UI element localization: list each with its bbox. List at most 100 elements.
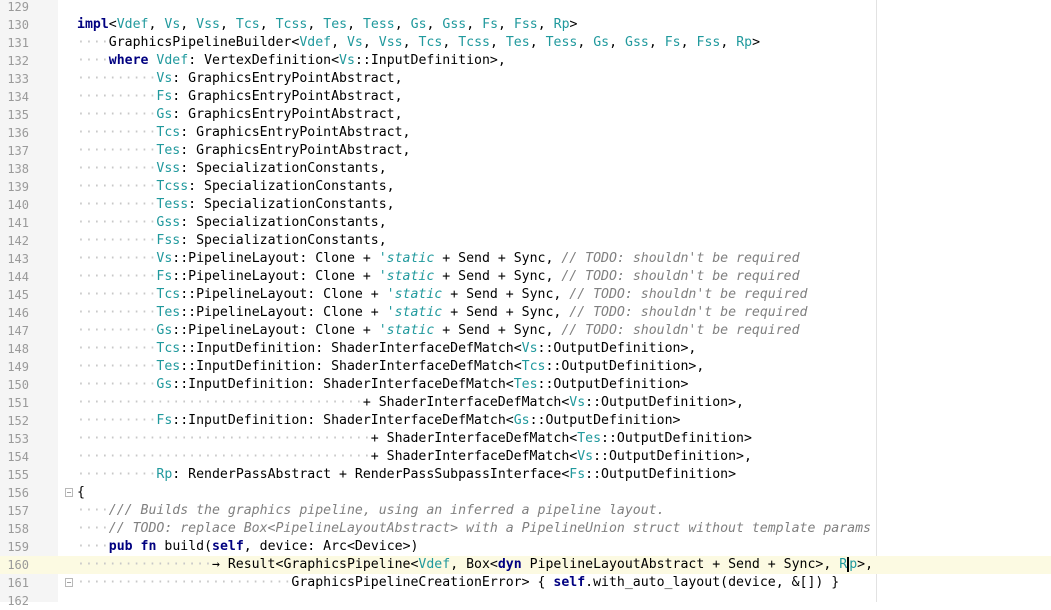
indent-whitespace: ··········	[77, 161, 157, 176]
line-number: 134	[7, 90, 29, 104]
line-number: 141	[7, 216, 29, 230]
indent-whitespace: ·················	[77, 557, 212, 572]
code-text: ··········Vs: GraphicsEntryPointAbstract…	[77, 71, 403, 86]
line-number: 138	[7, 162, 29, 176]
indent-whitespace: ····	[77, 53, 109, 68]
code-line[interactable]: 154·····································…	[0, 448, 1051, 466]
indent-whitespace: ····	[77, 35, 109, 50]
code-line[interactable]: 135 ··········Gs: GraphicsEntryPointAbstr…	[0, 106, 1051, 124]
code-text: ··········Tcss: SpecializationConstants,	[77, 179, 395, 194]
line-number: 135	[7, 108, 29, 122]
code-line[interactable]: 153·····································…	[0, 430, 1051, 448]
code-line[interactable]: 158····// TODO: replace Box<PipelineLayo…	[0, 520, 1051, 538]
code-line[interactable]: 156−{	[0, 484, 1051, 502]
code-line[interactable]: 138 ··········Vss: SpecializationConstant…	[0, 160, 1051, 178]
code-line[interactable]: 149 ··········Tes::InputDefinition: Shade…	[0, 358, 1051, 376]
indent-whitespace: ··········	[77, 287, 157, 302]
text-cursor	[847, 556, 850, 572]
fold-gutter[interactable]	[58, 0, 76, 602]
line-number: 136	[7, 126, 29, 140]
right-margin-guide	[876, 0, 877, 602]
code-text: ··········Rp: RenderPassAbstract + Rende…	[77, 467, 737, 482]
code-line[interactable]: 137··········Tes: GraphicsEntryPointAbst…	[0, 142, 1051, 160]
line-number: 155	[7, 468, 29, 482]
code-line[interactable]: 134··········Fs: GraphicsEntryPointAbstr…	[0, 88, 1051, 106]
code-text: ··········Tess: SpecializationConstants,	[77, 197, 395, 212]
line-number: 139	[7, 180, 29, 194]
code-line[interactable]: 150 ··········Gs::InputDefinition: Shader…	[0, 376, 1051, 394]
code-line[interactable]: 161−···························GraphicsP…	[0, 574, 1051, 592]
code-line[interactable]: 143 ··········Vs::PipelineLayout: Clone +…	[0, 250, 1051, 268]
code-line[interactable]: 148··········Tcs::InputDefinition: Shade…	[0, 340, 1051, 358]
code-text: {	[77, 485, 85, 500]
code-line[interactable]: 136 ··········Tcs: GraphicsEntryPointAbst…	[0, 124, 1051, 142]
code-text: ·····································+ S…	[77, 449, 752, 464]
code-line[interactable]: 129	[0, 0, 1051, 16]
indent-whitespace: ··········	[77, 269, 157, 284]
code-text: ··········Tcs::PipelineLayout: Clone + '…	[77, 287, 808, 302]
indent-whitespace: ··········	[77, 215, 157, 230]
code-line[interactable]: 139 ··········Tcss: SpecializationConstan…	[0, 178, 1051, 196]
line-number: 149	[7, 360, 29, 374]
line-number: 162	[7, 594, 29, 608]
code-line[interactable]: 151····································+…	[0, 394, 1051, 412]
line-number: 152	[7, 414, 29, 428]
indent-whitespace: ··········	[77, 143, 157, 158]
code-text: ··········Tes::PipelineLayout: Clone + '…	[77, 305, 808, 320]
code-line[interactable]: 160·················→ Result<GraphicsPip…	[0, 556, 1051, 574]
indent-whitespace: ··········	[77, 233, 157, 248]
code-line[interactable]: 140 ··········Tess: SpecializationConstan…	[0, 196, 1051, 214]
code-text: ··········Fss: SpecializationConstants,	[77, 233, 387, 248]
code-text: ····where Vdef: VertexDefinition<Vs::Inp…	[77, 53, 506, 68]
indent-whitespace: ··········	[77, 305, 157, 320]
code-line[interactable]: 155 ··········Rp: RenderPassAbstract + Re…	[0, 466, 1051, 484]
code-text: ··········Tes::InputDefinition: ShaderIn…	[77, 359, 705, 374]
line-number: 129	[7, 0, 29, 14]
line-number: 151	[7, 396, 29, 410]
line-number: 148	[7, 342, 29, 356]
line-number: 133	[7, 72, 29, 86]
code-text: impl<Vdef, Vs, Vss, Tcs, Tcss, Tes, Tess…	[77, 17, 578, 32]
line-number: 153	[7, 432, 29, 446]
code-text: ····pub fn build(self, device: Arc<Devic…	[77, 539, 419, 554]
code-text: ··········Tcs: GraphicsEntryPointAbstrac…	[77, 125, 411, 140]
code-line[interactable]: 133 ··········Vs: GraphicsEntryPointAbstr…	[0, 70, 1051, 88]
indent-whitespace: ··········	[77, 179, 157, 194]
indent-whitespace: ····································	[77, 395, 363, 410]
indent-whitespace: ····	[77, 503, 109, 518]
line-number: 150	[7, 378, 29, 392]
line-number: 161	[7, 576, 29, 590]
indent-whitespace: ··········	[77, 359, 157, 374]
indent-whitespace: ··········	[77, 89, 157, 104]
line-number: 145	[7, 288, 29, 302]
fold-toggle-icon[interactable]: −	[65, 488, 73, 497]
code-text: ····GraphicsPipelineBuilder<Vdef, Vs, Vs…	[77, 35, 761, 50]
code-text: ··········Vss: SpecializationConstants,	[77, 161, 387, 176]
code-text: ··········Gs::PipelineLayout: Clone + 's…	[77, 323, 800, 338]
code-text: ··········Fs::InputDefinition: ShaderInt…	[77, 413, 681, 428]
code-text: ··········Fs::PipelineLayout: Clone + 's…	[77, 269, 800, 284]
code-line[interactable]: 145 ··········Tcs::PipelineLayout: Clone …	[0, 286, 1051, 304]
code-line[interactable]: 159····pub fn build(self, device: Arc<De…	[0, 538, 1051, 556]
code-line[interactable]: 146··········Tes::PipelineLayout: Clone …	[0, 304, 1051, 322]
code-text: ··········Vs::PipelineLayout: Clone + 's…	[77, 251, 800, 266]
code-text: ····/// Builds the graphics pipeline, us…	[77, 503, 665, 518]
line-number: 143	[7, 252, 29, 266]
line-number: 140	[7, 198, 29, 212]
code-line[interactable]: 152 ··········Fs::InputDefinition: Shader…	[0, 412, 1051, 430]
code-line[interactable]: 157····/// Builds the graphics pipeline,…	[0, 502, 1051, 520]
fold-toggle-icon[interactable]: −	[65, 578, 73, 587]
code-text: ··········Gs::InputDefinition: ShaderInt…	[77, 377, 689, 392]
line-number: 131	[7, 36, 29, 50]
code-line[interactable]: 142··········Fss: SpecializationConstant…	[0, 232, 1051, 250]
indent-whitespace: ··········	[77, 125, 157, 140]
code-line[interactable]: 141··········Gss: SpecializationConstant…	[0, 214, 1051, 232]
code-line[interactable]: 131 ····GraphicsPipelineBuilder<Vdef, Vs,…	[0, 34, 1051, 52]
code-line[interactable]: 144··········Fs::PipelineLayout: Clone +…	[0, 268, 1051, 286]
indent-whitespace: ··········	[77, 107, 157, 122]
code-line[interactable]: 147··········Gs::PipelineLayout: Clone +…	[0, 322, 1051, 340]
code-text: ··········Gs: GraphicsEntryPointAbstract…	[77, 107, 403, 122]
code-line[interactable]: 162	[0, 592, 1051, 610]
code-line[interactable]: 132····where Vdef: VertexDefinition<Vs::…	[0, 52, 1051, 70]
